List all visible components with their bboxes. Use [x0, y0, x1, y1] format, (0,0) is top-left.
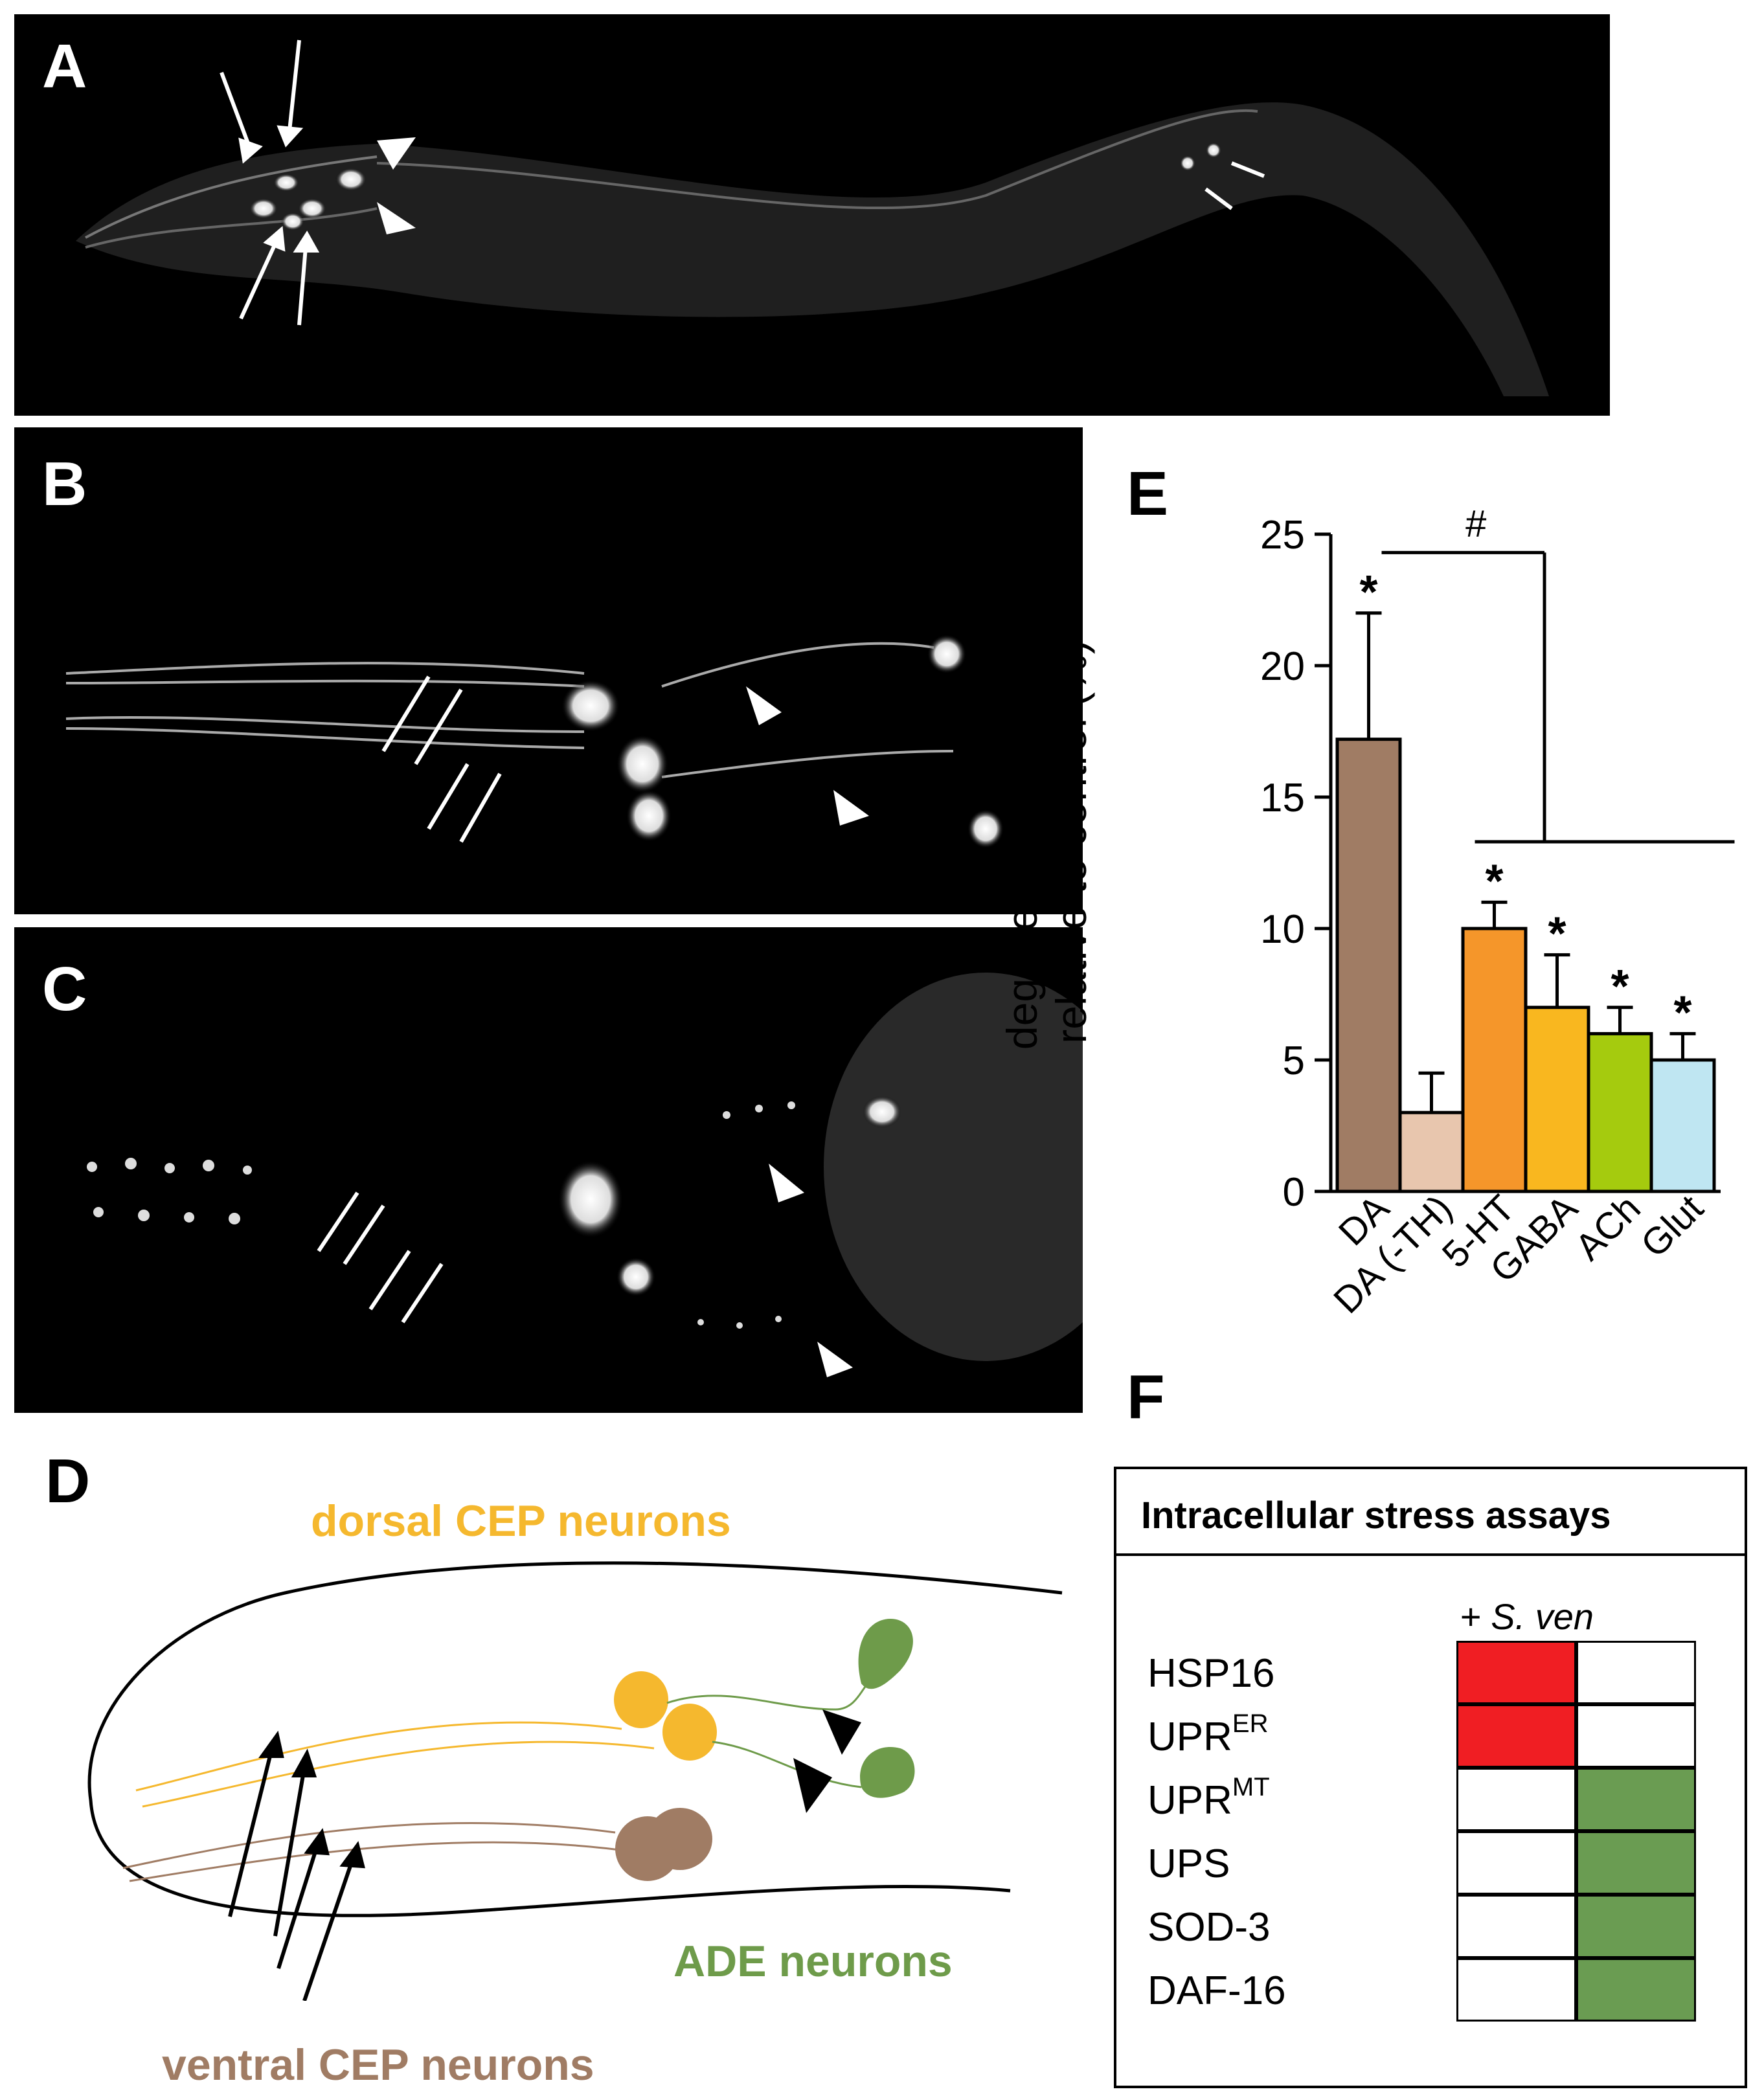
stress-row-label: DAF-16 [1148, 1971, 1286, 2011]
stress-row-label: SOD-3 [1148, 1908, 1270, 1948]
worm-whole-body-image [76, 39, 1549, 396]
stress-row-label: HSP16 [1148, 1654, 1274, 1694]
y-tick-label: 20 [1260, 644, 1305, 689]
panel-f-letter: F [1127, 1362, 1165, 1432]
y-tick-label: 25 [1260, 513, 1305, 558]
stress-row-superscript: MT [1232, 1773, 1270, 1801]
ventral-cep-soma-2 [648, 1808, 712, 1870]
category-label: DA (-TH) [1326, 1187, 1460, 1322]
y-tick-label: 15 [1260, 776, 1305, 820]
bracket-label: # [1465, 502, 1486, 545]
bar [1398, 1110, 1465, 1193]
panel-a-micrograph [14, 14, 1610, 416]
ade-soma-1 [858, 1619, 913, 1689]
panel-e-letter: E [1127, 459, 1169, 528]
stress-row-name: UPS [1148, 1842, 1230, 1886]
panel-a-letter: A [42, 32, 87, 101]
diagram-arrows [228, 1730, 365, 2001]
ventral-cep-label: ventral CEP neurons [162, 2040, 594, 2090]
panel-c-micrograph [14, 927, 1083, 1413]
panel-b-micrograph [14, 427, 1083, 914]
bar [1524, 1006, 1590, 1193]
stress-cell-down [1576, 1704, 1696, 1768]
panel-d-letter: D [45, 1447, 91, 1516]
panel-c-letter: C [42, 954, 87, 1024]
stress-cell-down [1576, 1895, 1696, 1958]
stress-table-title: Intracellular stress assays [1141, 1494, 1611, 1537]
significance-star: * [1485, 855, 1503, 907]
dorsal-cep-label: dorsal CEP neurons [311, 1496, 731, 1546]
stress-row-name: HSP16 [1148, 1651, 1275, 1696]
ventral-cep-processes [122, 1821, 635, 1882]
significance-star: * [1548, 908, 1566, 960]
y-tick-label: 0 [1283, 1170, 1305, 1215]
dorsal-cep-soma-2 [662, 1704, 717, 1761]
stress-row-name: UPR [1148, 1778, 1232, 1823]
column-header: + S. ven [1460, 1595, 1594, 1638]
y-tick-label: 10 [1260, 907, 1305, 952]
stress-row-name: SOD-3 [1148, 1905, 1271, 1950]
stress-cell-down [1576, 1831, 1696, 1895]
significance-star: * [1359, 567, 1377, 618]
stress-row-superscript: ER [1232, 1709, 1269, 1738]
head-neurons-degenerating-image [87, 973, 1083, 1377]
bar [1461, 927, 1528, 1193]
significance-star: * [1673, 987, 1691, 1039]
stress-table-divider [1114, 1553, 1747, 1556]
stress-row-label: UPRMT [1148, 1774, 1270, 1823]
bar [1587, 1031, 1653, 1193]
ade-arrowhead-1 [822, 1709, 861, 1755]
stress-cell-down [1576, 1958, 1696, 2022]
head-outline [87, 1561, 1063, 1917]
ade-processes [666, 1682, 869, 1788]
column-header-text: + S. ven [1460, 1596, 1594, 1637]
dorsal-cep-soma-1 [614, 1671, 668, 1728]
stress-row-name: DAF-16 [1148, 1968, 1286, 2013]
ade-label: ADE neurons [673, 1937, 953, 1986]
significance-star: * [1611, 961, 1629, 1013]
ade-soma-2 [860, 1747, 915, 1798]
stress-cell-up [1456, 1768, 1576, 1831]
category-label: Glut [1633, 1187, 1712, 1265]
bar [1649, 1058, 1716, 1193]
head-neurons-control-image [65, 635, 1004, 848]
stress-row-name: UPR [1148, 1715, 1232, 1759]
bar [1335, 738, 1402, 1193]
neuron-anatomy-diagram [87, 1561, 1063, 2001]
stress-cell-up [1456, 1641, 1576, 1704]
y-tick-label: 5 [1283, 1039, 1305, 1083]
category-label: ACh [1567, 1187, 1649, 1268]
stress-cell-down [1576, 1641, 1696, 1704]
ade-arrowhead-2 [793, 1758, 832, 1813]
stress-row-label: UPS [1148, 1844, 1230, 1884]
dorsal-cep-processes [135, 1721, 655, 1808]
stress-cell-up [1456, 1831, 1576, 1895]
panel-b-letter: B [42, 449, 87, 519]
stress-cell-down [1576, 1768, 1696, 1831]
y-axis-title-line2: relative to control (%) [1047, 640, 1095, 1044]
stress-assay-table: Intracellular stress assays + S. ven HSP… [1114, 1467, 1747, 2088]
stress-cell-up [1456, 1704, 1576, 1768]
stress-row-label: UPRER [1148, 1711, 1268, 1759]
stress-cell-up [1456, 1958, 1576, 2022]
stress-cell-up [1456, 1895, 1576, 1958]
y-axis-title-line1: degenerating neurons [998, 633, 1046, 1050]
